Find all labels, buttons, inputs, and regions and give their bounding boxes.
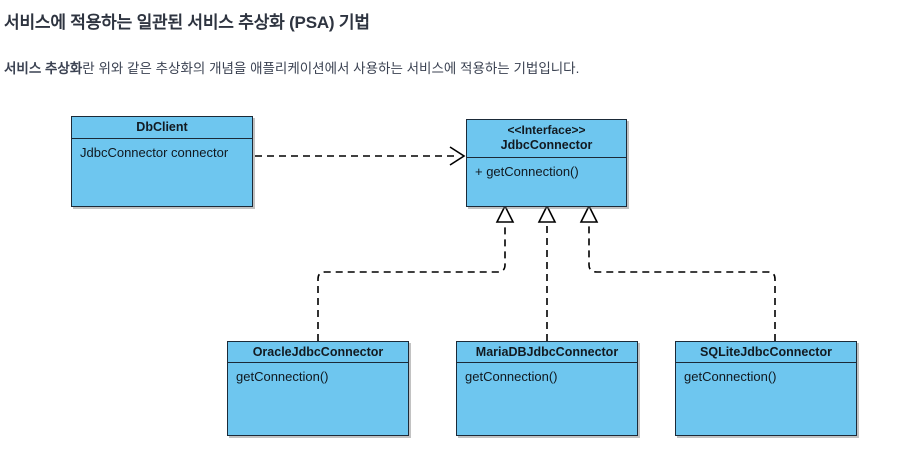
uml-class-jdbc-connector-name: JdbcConnector: [500, 138, 593, 152]
uml-class-mariadb-jdbc-connector[interactable]: MariaDBJdbcConnector getConnection(): [456, 341, 638, 436]
uml-class-sqlite-jdbc-connector-member: getConnection(): [684, 369, 777, 384]
uml-class-jdbc-connector-member: + getConnection(): [475, 164, 579, 179]
realization-line: [317, 222, 506, 341]
uml-class-oracle-jdbc-connector-name: OracleJdbcConnector: [228, 342, 408, 363]
hollow-triangle-head: [495, 204, 515, 223]
realization-line: [588, 222, 776, 341]
page-title: 서비스에 적용하는 일관된 서비스 추상화 (PSA) 기법: [4, 13, 370, 32]
uml-class-sqlite-jdbc-connector-name: SQLiteJdbcConnector: [676, 342, 856, 363]
uml-class-db-client[interactable]: DbClient JdbcConnector connector: [71, 116, 253, 207]
page-subtitle: 서비스 추상화란 위와 같은 추상화의 개념을 애플리케이션에서 사용하는 서비…: [4, 57, 579, 77]
relation-realization-mariadb: [537, 204, 557, 341]
uml-class-mariadb-jdbc-connector-member: getConnection(): [465, 369, 558, 384]
uml-class-db-client-member: JdbcConnector connector: [80, 145, 229, 160]
uml-class-db-client-name: DbClient: [72, 117, 252, 139]
uml-class-jdbc-connector-stereotype: <<Interface>>: [507, 123, 586, 137]
uml-class-sqlite-jdbc-connector[interactable]: SQLiteJdbcConnector getConnection(): [675, 341, 857, 436]
hollow-triangle-head: [537, 204, 557, 223]
hollow-triangle-head: [579, 204, 599, 223]
uml-class-oracle-jdbc-connector[interactable]: OracleJdbcConnector getConnection(): [227, 341, 409, 436]
uml-class-jdbc-connector[interactable]: <<Interface>> JdbcConnector + getConnect…: [466, 119, 627, 207]
uml-class-oracle-jdbc-connector-member: getConnection(): [236, 369, 329, 384]
open-arrow-head: [449, 146, 466, 166]
relation-realization-sqlite: [579, 204, 776, 341]
uml-class-mariadb-jdbc-connector-name: MariaDBJdbcConnector: [457, 342, 637, 363]
relation-dependency-dbclient-jdbcconnector: [255, 146, 466, 166]
relation-realization-oracle: [317, 204, 515, 341]
page-subtitle-strong: 서비스 추상화: [4, 61, 83, 76]
page-subtitle-rest: 란 위와 같은 추상화의 개념을 애플리케이션에서 사용하는 서비스에 적용하는…: [82, 61, 580, 76]
uml-class-jdbc-connector-header: <<Interface>> JdbcConnector: [467, 120, 626, 158]
